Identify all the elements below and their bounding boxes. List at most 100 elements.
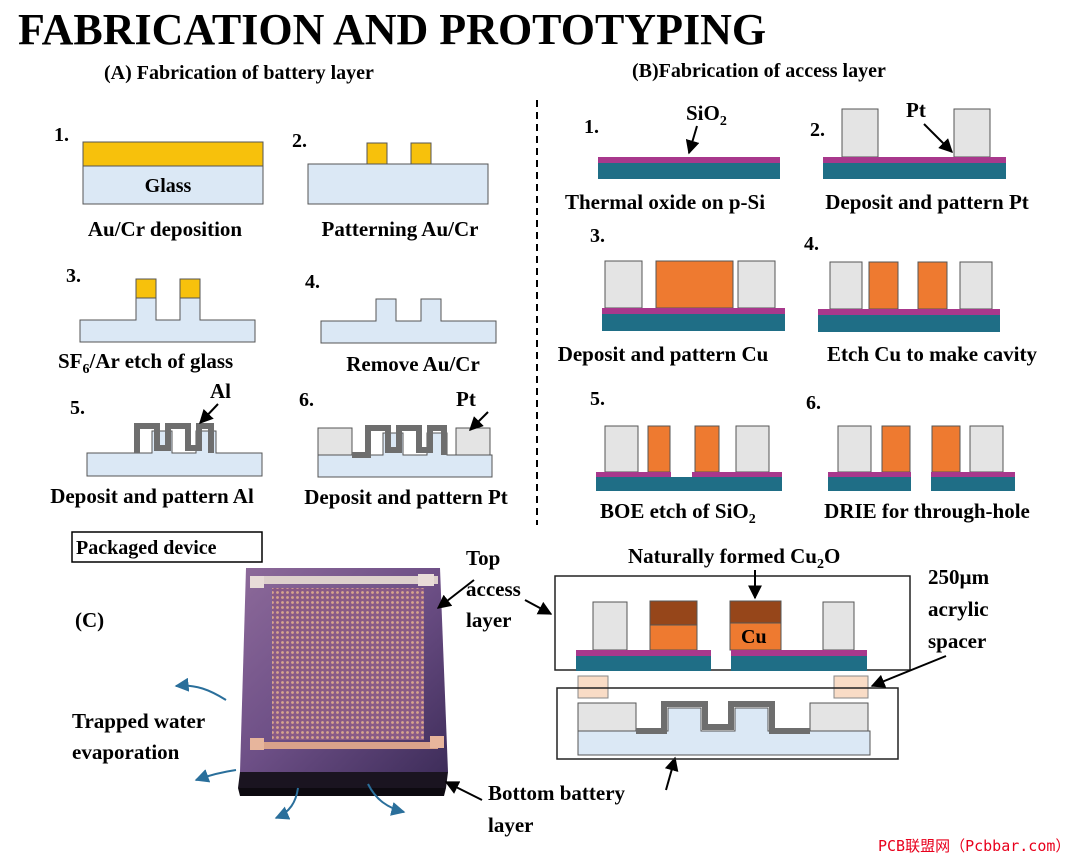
step-b6: 6. DRIE for through-hole [806, 392, 1030, 523]
top-access-label-1: Top [466, 546, 500, 570]
etched-glass [79, 297, 256, 343]
al-label: Al [210, 379, 231, 403]
step-caption: SF6/Ar etch of glass [58, 349, 233, 377]
sio2-layer [731, 650, 867, 656]
si-substrate [823, 163, 1006, 179]
pt-pad [737, 260, 776, 309]
packaged-chip [238, 568, 448, 796]
step-b1: 1. SiO2 Thermal oxide on p-Si [565, 101, 780, 214]
pt-pad [841, 108, 879, 158]
acrylic-spacer [833, 675, 869, 699]
page-title: FABRICATION AND PROTOTYPING [18, 5, 766, 54]
glass-substrate [307, 163, 489, 205]
sio2-arrow [685, 125, 700, 155]
pt-pad [953, 108, 991, 158]
top-bus-bar [258, 576, 438, 584]
pt-pad [317, 427, 353, 456]
cu-pillar [647, 425, 671, 473]
pt-pad [959, 261, 993, 310]
step-b4: 4. Etch Cu to make cavity [804, 233, 1037, 366]
sio2-layer [692, 472, 782, 477]
spacer-label-2: acrylic [928, 597, 989, 621]
pt-arrow [469, 411, 489, 431]
pt-pad [604, 425, 639, 473]
contact-pad [250, 738, 264, 750]
chip-edge [238, 772, 448, 788]
sio2-layer [818, 309, 1000, 315]
step-caption: Deposit and pattern Pt [825, 190, 1029, 214]
step-a6: 6. Pt Deposit and pattern Pt [299, 387, 508, 509]
step-caption: DRIE for through-hole [824, 499, 1030, 523]
evaporation-arrow [194, 769, 237, 783]
si-substrate [596, 477, 782, 491]
step-number: 4. [804, 233, 819, 255]
cu-block [649, 624, 698, 651]
al-trace [636, 701, 810, 734]
step-number: 3. [590, 225, 605, 247]
bottom-battery-label-1: Bottom battery [488, 781, 626, 805]
panel-b-heading: (B)Fabrication of access layer [632, 60, 886, 82]
sio2-layer [828, 472, 911, 477]
top-access-arrow-2 [524, 599, 553, 615]
sio2-layer [931, 472, 1015, 477]
top-access-label-3: layer [466, 608, 511, 632]
trapped-water-label-2: evaporation [72, 740, 180, 764]
pt-pad [969, 425, 1004, 473]
contact-pad [430, 736, 444, 748]
step-a1: 1. Glass Au/Cr deposition [54, 124, 264, 241]
step-number: 1. [54, 124, 69, 146]
si-substrate [828, 477, 911, 491]
step-number: 1. [584, 116, 599, 138]
step-caption: Etch Cu to make cavity [827, 342, 1037, 366]
etched-glass [320, 298, 497, 344]
bottom-battery-arrow [444, 781, 483, 801]
au-cr-layer [82, 141, 264, 167]
pt-pad [809, 702, 869, 732]
bottom-battery-frame [556, 687, 899, 760]
contact-pad [418, 574, 434, 586]
al-trace [134, 423, 214, 453]
sio2-label: SiO2 [686, 101, 727, 129]
si-substrate [576, 656, 711, 671]
evaporation-arrow [367, 783, 406, 816]
step-caption: Au/Cr deposition [88, 217, 243, 241]
pt-label: Pt [906, 98, 926, 122]
step-b2: 2. Pt Deposit and pattern Pt [810, 98, 1029, 214]
step-a5: 5. Al Deposit and pattern Al [50, 379, 263, 508]
au-cr-pad [410, 142, 432, 165]
cu-pillar [694, 425, 720, 473]
step-caption: Deposit and pattern Pt [304, 485, 508, 509]
top-access-arrow [436, 579, 475, 609]
cu2o-cap [729, 600, 782, 624]
pt-pad [735, 425, 770, 473]
glass-substrate [577, 707, 871, 756]
cu-pillar [868, 261, 899, 310]
sio2-layer [602, 308, 785, 314]
cu-pillar [917, 261, 948, 310]
step-caption: Remove Au/Cr [346, 352, 480, 376]
si-substrate [731, 656, 867, 671]
glass-substrate [82, 165, 264, 205]
panel-a-heading: (A) Fabrication of battery layer [104, 62, 374, 84]
cu-block [655, 260, 734, 309]
sio2-layer [598, 157, 780, 163]
spacer-label-3: spacer [928, 629, 986, 653]
trapped-water-label-1: Trapped water [72, 709, 205, 733]
bottom-battery-label-2: layer [488, 813, 533, 837]
bottom-bus-bar [256, 742, 438, 749]
watermark: PCB联盟网（Pcbbar.com） [878, 837, 1070, 855]
spacer-label-1: 250µm [928, 565, 990, 589]
si-substrate [931, 477, 1015, 491]
sio2-layer [596, 472, 671, 477]
pt-pad [837, 425, 872, 473]
pt-pad [577, 702, 637, 732]
glass-label: Glass [145, 175, 192, 197]
au-cr-mask [135, 278, 157, 299]
au-cr-mask [179, 278, 201, 299]
step-number: 5. [70, 397, 85, 419]
pt-pad [829, 261, 863, 310]
pt-pad [604, 260, 643, 309]
step-number: 4. [305, 271, 320, 293]
au-cr-pad [366, 142, 388, 165]
